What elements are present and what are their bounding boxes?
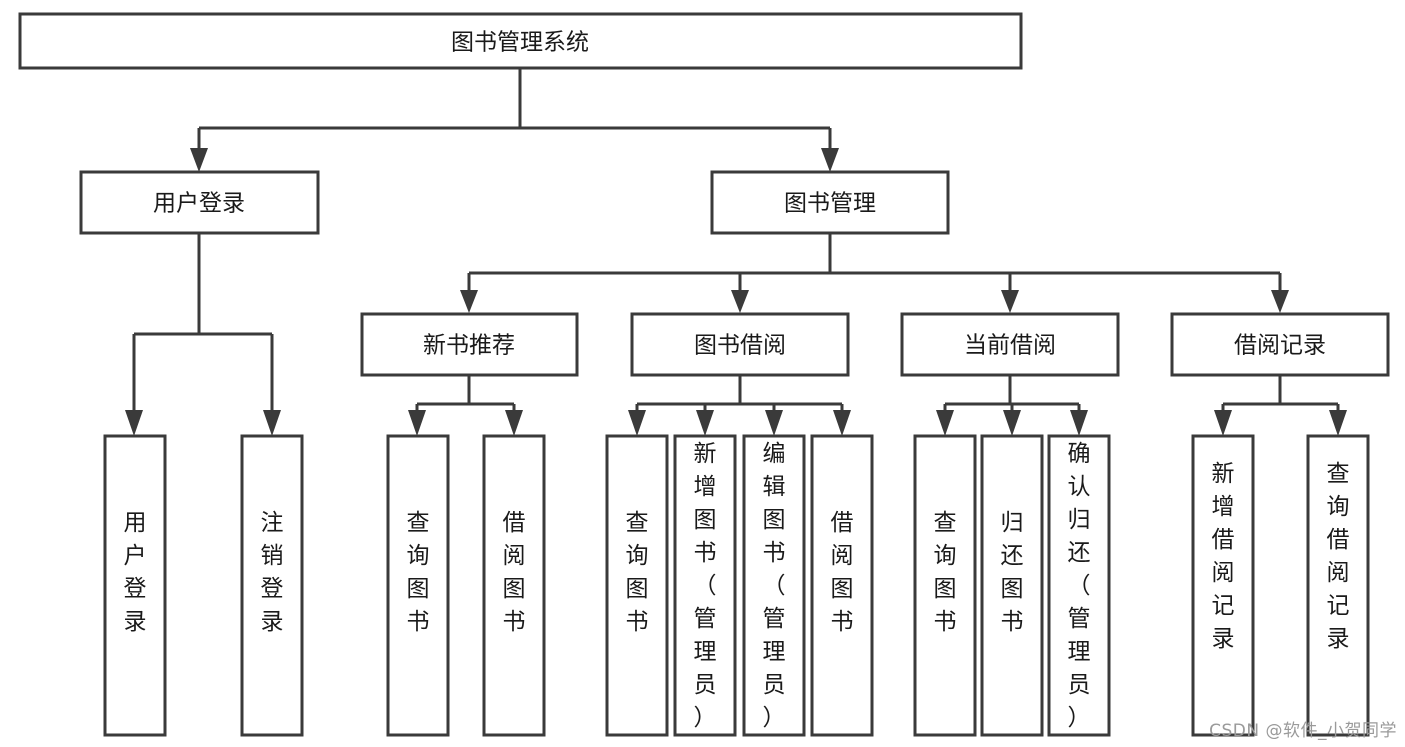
node-leaf-user-logout-label: 注销登录 — [261, 510, 284, 635]
node-leaf-query-book-1-box[interactable] — [386, 434, 450, 737]
node-leaf-query-book-2-label: 查询图书 — [626, 510, 649, 635]
node-borrow-record-box[interactable] — [1170, 312, 1390, 377]
csdn-watermark: CSDN @软件_小贺同学 — [1209, 721, 1397, 741]
node-leaf-confirm-return-box[interactable] — [1047, 434, 1111, 737]
node-leaf-return-book[interactable]: 归还图书 — [980, 434, 1044, 737]
connector-layer — [125, 68, 1347, 436]
arrow-leaf-query-record — [1329, 410, 1347, 436]
node-leaf-add-record-box[interactable] — [1191, 434, 1255, 737]
arrow-leaf-confirm-return — [1070, 410, 1088, 436]
arrow-to-current-borrow — [1001, 290, 1019, 313]
node-leaf-query-book-3-box[interactable] — [913, 434, 977, 737]
node-leaf-query-book-2[interactable]: 查询图书 — [605, 434, 669, 737]
node-leaf-query-book-1-label: 查询图书 — [407, 510, 430, 635]
node-user-login-label: 用户登录 — [153, 191, 245, 217]
node-leaf-query-book-3-label: 查询图书 — [934, 510, 957, 635]
arrow-leaf-add-book — [696, 410, 714, 436]
node-leaf-add-book-label: 新增图书（管理员） — [694, 441, 717, 731]
node-leaf-query-record[interactable]: 查询借阅记录 — [1306, 434, 1370, 737]
node-leaf-edit-book-box[interactable] — [742, 434, 806, 737]
node-leaf-user-logout-box[interactable] — [240, 434, 304, 737]
node-user-login[interactable]: 用户登录 — [79, 170, 320, 235]
node-leaf-query-book-1[interactable]: 查询图书 — [386, 434, 450, 737]
node-book-borrow-box[interactable] — [630, 312, 850, 377]
node-borrow-record[interactable]: 借阅记录 — [1170, 312, 1390, 377]
node-book-borrow-label: 图书借阅 — [694, 333, 786, 359]
arrow-to-user-login — [190, 148, 208, 172]
node-new-book-recommend-label: 新书推荐 — [423, 333, 515, 359]
node-leaf-confirm-return[interactable]: 确认归还（管理员） — [1047, 434, 1111, 737]
node-leaf-borrow-book-1-box[interactable] — [482, 434, 546, 737]
node-leaf-query-book-2-box[interactable] — [605, 434, 669, 737]
node-new-book-recommend-box[interactable] — [360, 312, 579, 377]
node-leaf-user-login[interactable]: 用户登录 — [103, 434, 167, 737]
arrow-to-book-borrow — [731, 290, 749, 313]
arrow-to-book-management — [821, 148, 839, 172]
node-leaf-query-book-3[interactable]: 查询图书 — [913, 434, 977, 737]
node-leaf-user-logout[interactable]: 注销登录 — [240, 434, 304, 737]
node-new-book-recommend[interactable]: 新书推荐 — [360, 312, 579, 377]
node-root-box[interactable] — [18, 12, 1023, 70]
node-user-login-box[interactable] — [79, 170, 320, 235]
node-leaf-query-record-label: 查询借阅记录 — [1327, 461, 1350, 652]
node-leaf-edit-book[interactable]: 编辑图书（管理员） — [742, 434, 806, 737]
node-leaf-add-book-box[interactable] — [673, 434, 737, 737]
arrow-leaf-add-record — [1214, 410, 1232, 436]
node-borrow-record-label: 借阅记录 — [1234, 333, 1326, 359]
node-leaf-edit-book-label: 编辑图书（管理员） — [763, 441, 786, 731]
node-leaf-user-login-label: 用户登录 — [124, 510, 147, 635]
node-root[interactable]: 图书管理系统 — [18, 12, 1023, 70]
node-leaf-borrow-book-2[interactable]: 借阅图书 — [810, 434, 874, 737]
arrow-leaf-query-book-1 — [408, 410, 426, 436]
node-leaf-borrow-book-2-label: 借阅图书 — [831, 510, 854, 635]
node-leaf-borrow-book-1[interactable]: 借阅图书 — [482, 434, 546, 737]
arrow-leaf-query-book-2 — [628, 410, 646, 436]
node-leaf-user-login-box[interactable] — [103, 434, 167, 737]
node-current-borrow-label: 当前借阅 — [964, 333, 1056, 359]
arrow-leaf-edit-book — [765, 410, 783, 436]
arrow-leaf-query-book-3 — [936, 410, 954, 436]
node-book-management[interactable]: 图书管理 — [710, 170, 950, 235]
node-leaf-add-book[interactable]: 新增图书（管理员） — [673, 434, 737, 737]
node-book-borrow[interactable]: 图书借阅 — [630, 312, 850, 377]
arrow-to-borrow-record — [1271, 290, 1289, 313]
node-leaf-add-record-label: 新增借阅记录 — [1212, 461, 1235, 652]
arrow-leaf-borrow-book-1 — [505, 410, 523, 436]
node-current-borrow-box[interactable] — [900, 312, 1120, 377]
arrow-to-new-book-recommend — [460, 290, 478, 313]
node-leaf-confirm-return-label: 确认归还（管理员） — [1068, 441, 1091, 731]
node-leaf-return-book-label: 归还图书 — [1001, 510, 1024, 635]
node-leaf-query-record-box[interactable] — [1306, 434, 1370, 737]
node-current-borrow[interactable]: 当前借阅 — [900, 312, 1120, 377]
node-book-management-label: 图书管理 — [784, 191, 876, 217]
arrow-leaf-borrow-book-2 — [833, 410, 851, 436]
node-root-label: 图书管理系统 — [451, 30, 589, 56]
arrow-leaf-user-logout — [263, 410, 281, 436]
node-leaf-borrow-book-2-box[interactable] — [810, 434, 874, 737]
node-leaf-borrow-book-1-label: 借阅图书 — [503, 510, 526, 635]
arrow-leaf-return-book — [1003, 410, 1021, 436]
node-leaf-add-record[interactable]: 新增借阅记录 — [1191, 434, 1255, 737]
arrow-leaf-user-login — [125, 410, 143, 436]
node-leaf-return-book-box[interactable] — [980, 434, 1044, 737]
node-book-management-box[interactable] — [710, 170, 950, 235]
